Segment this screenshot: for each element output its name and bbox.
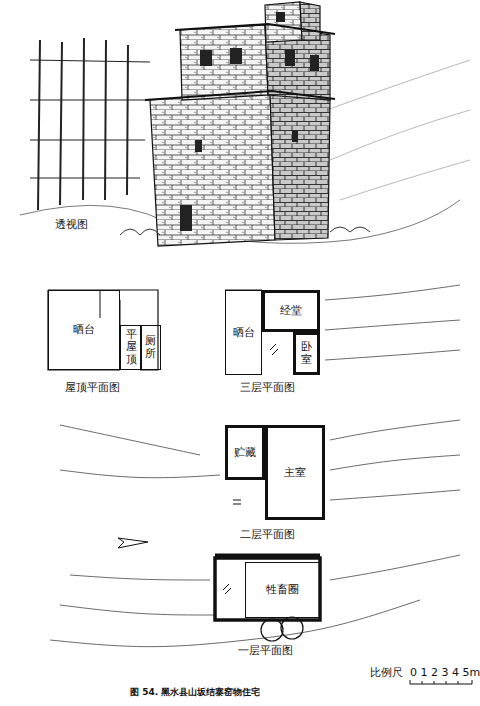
sundeck-area: 晒台 [225,290,262,375]
contour-line [330,420,460,440]
room-name: 平屋顶 [125,329,138,365]
plan-caption: 屋顶平面图 [65,380,120,395]
contour-line [330,555,460,580]
contour-line [325,350,460,360]
room-name: 晒台 [72,323,96,336]
contour-lines [50,285,460,647]
contour-line [330,455,460,470]
contour-line [70,575,210,580]
plan-caption: 一层平面图 [238,643,293,658]
prayer-hall: 经堂 [262,290,320,332]
room-name: 主室 [283,466,307,479]
storage-room: 贮藏 [225,425,265,480]
flat-roof: 平屋顶 [120,325,142,370]
main-room: 主室 [265,425,325,520]
plan-caption: 二层平面图 [240,527,295,542]
contour-line [330,490,460,500]
room-name: 贮藏 [233,446,257,459]
contour-line [60,470,220,478]
plan-caption: 三层平面图 [240,380,295,395]
contour-line [60,605,215,615]
room-name: 厕所 [144,335,157,359]
contour-line [60,425,200,455]
scale-numbers: 0 1 2 3 4 5m [410,666,480,679]
room-name: 晒台 [232,326,256,339]
contour-line [50,600,420,647]
toilet-room: 厕所 [140,325,161,370]
contour-line [325,320,460,330]
plan-details [48,290,472,684]
contour-line [325,285,460,300]
sundeck-area: 晒台 [48,290,120,370]
livestock-pen: 牲畜圈 [245,562,320,618]
room-name: 牲畜圈 [265,583,300,596]
figure-caption: 图 54. 黑水县山坂结寨窑物住宅 [130,686,260,699]
scale-label: 比例尺 [370,665,403,680]
room-name: 经堂 [279,304,303,317]
perspective-sketch [20,2,470,246]
room-name: 卧室 [300,341,313,365]
bedroom: 卧室 [293,332,320,375]
view-caption: 透视图 [55,217,88,232]
